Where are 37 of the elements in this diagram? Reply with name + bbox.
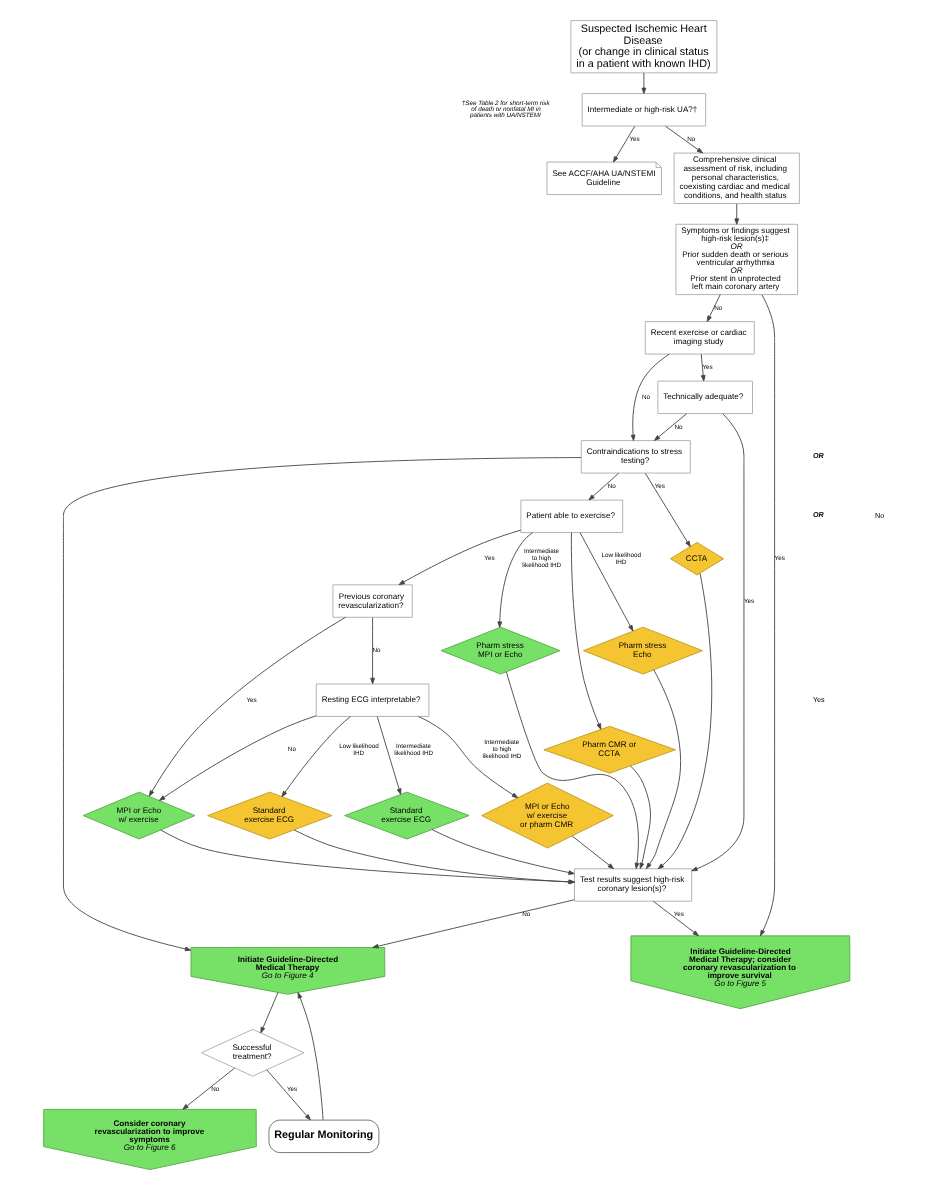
arrow [497, 532, 534, 628]
arrow [760, 294, 776, 937]
arrow [700, 353, 706, 382]
arrow [182, 1067, 236, 1110]
arrow [612, 125, 636, 163]
arrow [148, 616, 346, 797]
arrow [654, 413, 688, 441]
arrow [570, 532, 602, 730]
arrow [370, 617, 375, 685]
arrow [281, 716, 351, 798]
arrow [665, 125, 704, 154]
arrow [297, 992, 324, 1121]
arrow [160, 829, 575, 885]
arrow [706, 294, 721, 322]
arrow [505, 671, 640, 870]
arrow [579, 532, 634, 632]
arrow [644, 472, 691, 548]
arrow [588, 472, 620, 501]
arrow [293, 829, 575, 885]
arrow [260, 992, 279, 1034]
arrow [691, 413, 745, 872]
arrow [630, 353, 670, 441]
arrow [657, 572, 713, 870]
arrow [734, 203, 740, 225]
arrow [398, 529, 522, 586]
arrow [266, 1069, 311, 1121]
arrow [641, 72, 647, 94]
arrow [418, 716, 519, 799]
arrow [645, 669, 682, 869]
arrow [630, 765, 651, 870]
arrow [376, 716, 402, 795]
arrow [372, 899, 575, 949]
arrow [159, 715, 317, 801]
arrow [652, 900, 699, 937]
arrow [571, 835, 614, 870]
arrow [431, 829, 575, 875]
arrow [63, 457, 582, 952]
